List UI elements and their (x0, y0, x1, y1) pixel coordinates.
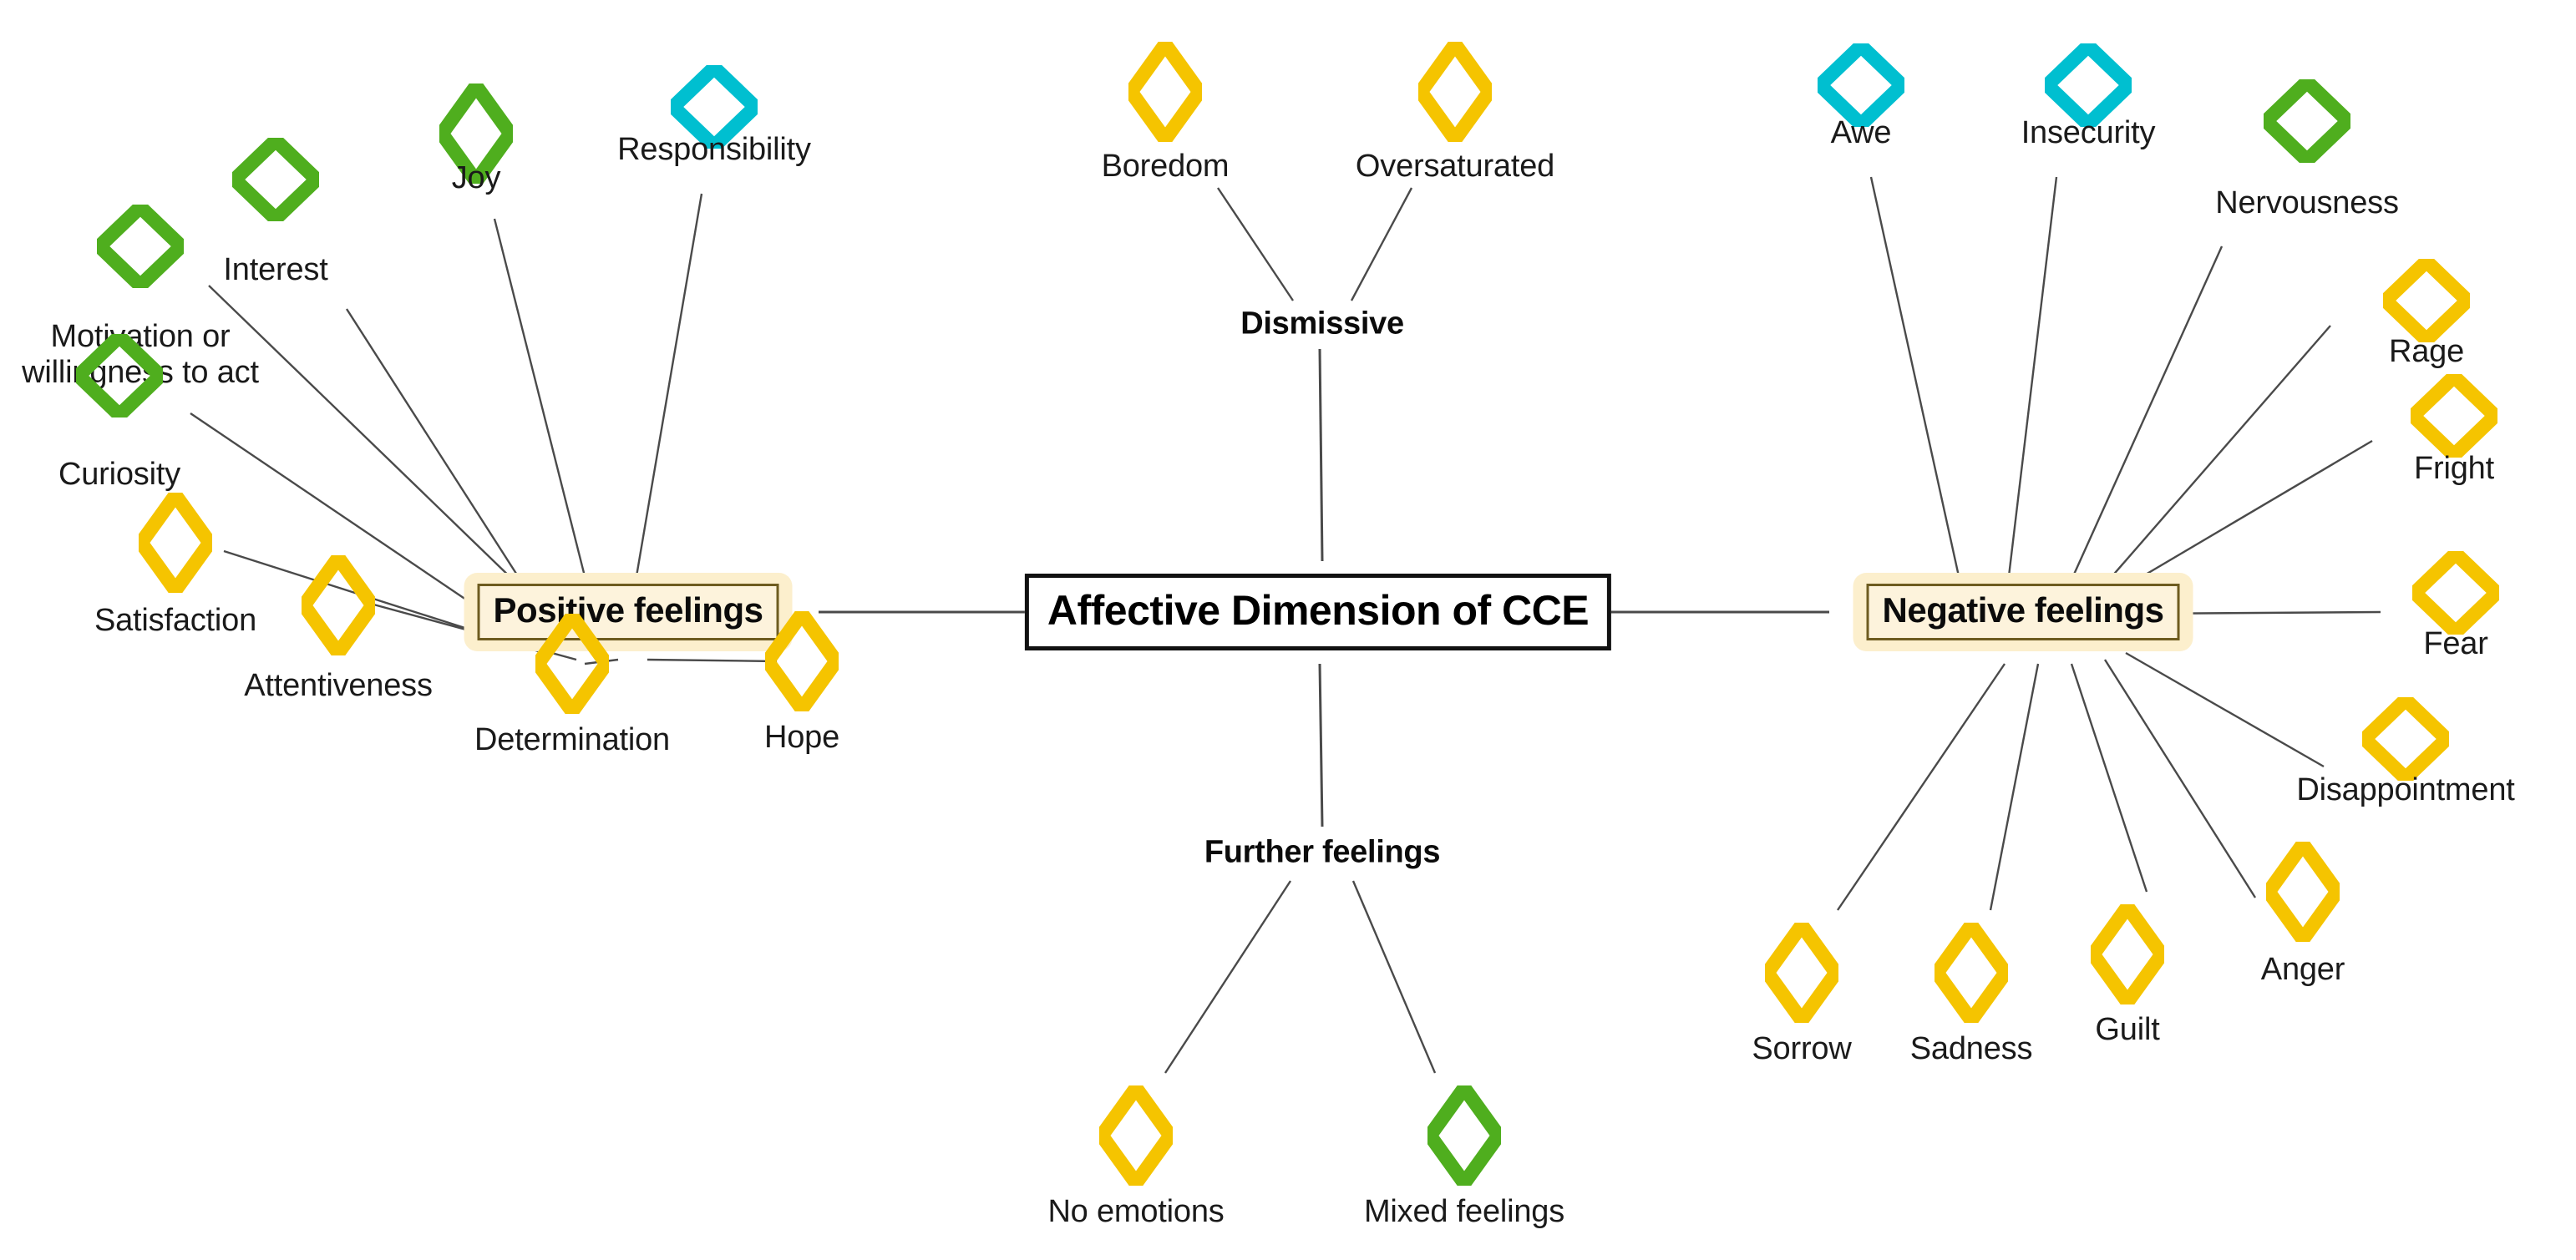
leaf-node-no-emotions[interactable]: No emotions (1047, 1194, 1224, 1230)
diamond-icon-rage (2383, 259, 2470, 342)
leaf-node-joy[interactable]: Joy (452, 160, 501, 196)
leaf-node-label: Determination (474, 722, 670, 757)
root-node-label: Affective Dimension of CCE (1047, 587, 1590, 634)
leaf-edge-sorrow (1837, 663, 2006, 911)
branch-node-label: Negative feelings (1866, 584, 2180, 640)
leaf-node-responsibility[interactable]: Responsibility (617, 132, 811, 168)
diamond-icon-disappointment (2362, 697, 2449, 781)
leaf-node-label: Hope (763, 720, 840, 755)
leaf-edge-responsibility (635, 193, 703, 577)
leaf-node-label: No emotions (1047, 1194, 1225, 1229)
diamond-icon-satisfaction (139, 493, 212, 593)
leaf-node-label: Anger (2260, 952, 2345, 987)
leaf-node-awe[interactable]: Awe (1831, 115, 1892, 151)
branch-node-label: Positive feelings (477, 584, 779, 640)
leaf-edge-sadness (1989, 663, 2040, 911)
leaf-edge-awe (1869, 176, 1960, 577)
leaf-node-label: Boredom (1101, 149, 1230, 184)
leaf-edge-guilt (2070, 663, 2148, 893)
leaf-node-determination[interactable]: Determination (474, 722, 670, 758)
leaf-node-sorrow[interactable]: Sorrow (1752, 1031, 1851, 1067)
diamond-icon-attentiveness (302, 555, 375, 655)
leaf-node-fright[interactable]: Fright (2414, 451, 2494, 487)
diamond-icon-hope (765, 611, 839, 711)
diamond-icon-interest (232, 138, 319, 221)
leaf-node-interest[interactable]: Interest (223, 252, 327, 288)
leaf-edge-interest (345, 308, 520, 577)
diamond-icon-joy (439, 83, 513, 184)
diamond-icon-fear (2412, 551, 2499, 635)
diamond-icon-determination (535, 614, 609, 714)
diamond-icon-anger (2266, 842, 2340, 942)
diamond-icon-sorrow (1765, 923, 1838, 1023)
leaf-node-label: Mixed feelings (1363, 1194, 1565, 1229)
leaf-node-guilt[interactable]: Guilt (2095, 1012, 2159, 1048)
leaf-edge-rage (2104, 325, 2331, 585)
leaf-node-label: Fear (2423, 626, 2488, 661)
diamond-icon-nervousness (2264, 79, 2350, 163)
leaf-node-insecurity[interactable]: Insecurity (2021, 115, 2156, 151)
leaf-edge-fright (2121, 439, 2373, 590)
leaf-edge-no-emotions (1164, 880, 1292, 1074)
diamond-icon-mixed (1427, 1085, 1501, 1186)
diamond-icon-guilt (2091, 904, 2164, 1004)
branch-node-positive[interactable]: Positive feelings (464, 573, 793, 651)
leaf-node-disappointment[interactable]: Disappointment (2296, 772, 2514, 808)
leaf-edge-boredom (1217, 187, 1294, 301)
diamond-icon-insecurity (2045, 43, 2132, 127)
leaf-edge-joy (493, 218, 586, 577)
leaf-node-label: Interest (223, 252, 328, 287)
leaf-node-label: Sadness (1909, 1031, 2033, 1066)
leaf-node-rage[interactable]: Rage (2389, 334, 2464, 370)
diamond-icon-oversaturated (1418, 42, 1492, 142)
leaf-node-label: Joy (451, 160, 501, 195)
leaf-node-label: Guilt (2095, 1012, 2160, 1047)
leaf-node-attentiveness[interactable]: Attentiveness (244, 668, 433, 704)
branch-node-negative[interactable]: Negative feelings (1853, 573, 2193, 651)
mid-label-further[interactable]: Further feelings (1204, 834, 1441, 870)
diamond-icon-curiosity (76, 334, 163, 417)
leaf-node-label: Responsibility (617, 132, 811, 167)
diamond-icon-boredom (1128, 42, 1202, 142)
leaf-node-label: Rage (2388, 334, 2465, 369)
leaf-node-label: Disappointment (2296, 772, 2515, 807)
diamond-icon-no-emotions (1099, 1085, 1173, 1186)
leaf-node-oversaturated[interactable]: Oversaturated (1356, 149, 1554, 185)
diamond-icon-awe (1818, 43, 1904, 127)
leaf-node-label: Sorrow (1752, 1031, 1852, 1066)
diamond-icon-sadness (1935, 923, 2008, 1023)
leaf-node-sadness[interactable]: Sadness (1909, 1031, 2033, 1067)
root-node-affective-dimension[interactable]: Affective Dimension of CCE (1024, 574, 1612, 650)
trunk-edge-root-further (1318, 663, 1324, 827)
leaf-node-mixed[interactable]: Mixed feelings (1364, 1194, 1564, 1230)
leaf-node-fear[interactable]: Fear (2423, 626, 2488, 662)
leaf-node-hope[interactable]: Hope (764, 720, 839, 756)
leaf-edge-hope (647, 658, 778, 663)
leaf-node-label: Fright (2414, 451, 2494, 486)
leaf-node-satisfaction[interactable]: Satisfaction (94, 603, 256, 639)
leaf-node-curiosity[interactable]: Curiosity (58, 457, 180, 493)
leaf-node-label: Awe (1830, 115, 1892, 150)
leaf-node-nervousness[interactable]: Nervousness (2215, 185, 2399, 221)
leaf-node-label: Oversaturated (1355, 149, 1555, 184)
mid-label-dismissive[interactable]: Dismissive (1240, 306, 1404, 342)
leaf-node-label: Attentiveness (244, 668, 433, 703)
diamond-icon-fright (2411, 374, 2497, 458)
leaf-node-label: Curiosity (58, 457, 181, 492)
leaf-edge-disappointment (2125, 651, 2325, 768)
leaf-edge-mixed (1351, 880, 1437, 1074)
leaf-edge-oversaturated (1350, 187, 1413, 301)
trunk-edge-root-dismissive (1318, 348, 1324, 562)
leaf-node-label: Satisfaction (94, 603, 257, 638)
leaf-edge-insecurity (2007, 176, 2058, 577)
diamond-icon-responsibility (671, 65, 758, 149)
diamond-icon-motivation (97, 205, 184, 288)
leaf-edge-anger (2103, 659, 2257, 898)
leaf-node-label: Nervousness (2215, 185, 2399, 220)
leaf-node-boredom[interactable]: Boredom (1102, 149, 1230, 185)
leaf-node-anger[interactable]: Anger (2261, 952, 2345, 988)
leaf-edge-nervousness (2071, 245, 2224, 577)
leaf-node-label: Insecurity (2021, 115, 2156, 150)
